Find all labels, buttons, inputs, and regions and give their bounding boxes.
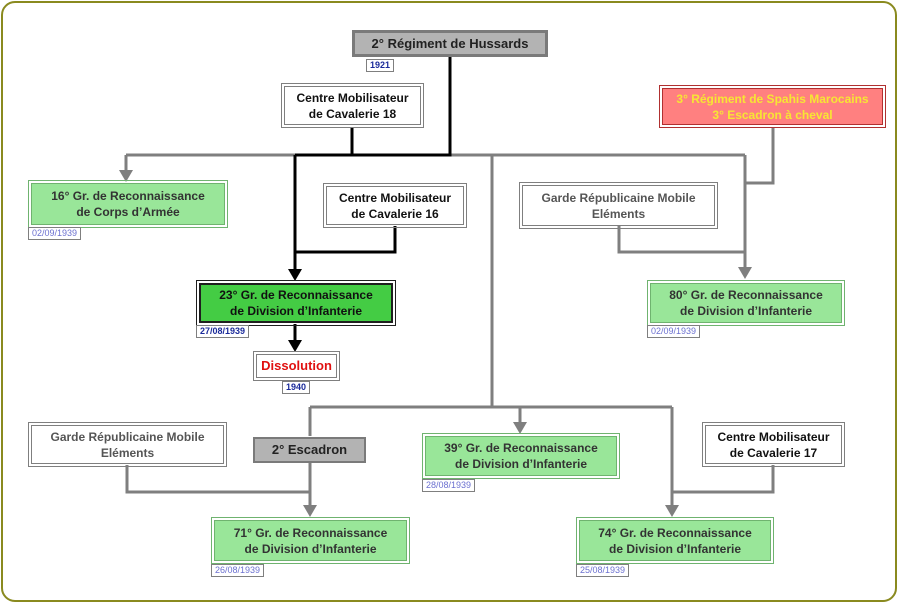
node-line1: 80° Gr. de Reconnaissance — [669, 288, 823, 302]
node-line1: 16° Gr. de Reconnaissance — [51, 189, 205, 203]
node-centre-mobilisateur-17: Centre Mobilisateur de Cavalerie 17 — [702, 422, 845, 467]
node-74e-groupe-reconnaissance: 74° Gr. de Reconnaissance de Division d’… — [576, 517, 774, 564]
node-line1: Centre Mobilisateur — [338, 190, 452, 205]
node-centre-mobilisateur-18: Centre Mobilisateur de Cavalerie 18 — [281, 83, 424, 128]
date-badge: 02/09/1939 — [28, 227, 82, 240]
date-badge: 27/08/1939 — [196, 325, 250, 338]
node-39e-groupe-reconnaissance: 39° Gr. de Reconnaissance de Division d’… — [422, 433, 620, 479]
line-cm17 — [672, 465, 775, 494]
node-dissolution: Dissolution — [253, 351, 340, 381]
node-line2: Eléments — [100, 445, 155, 460]
date-badge: 1940 — [282, 381, 311, 394]
date-badge: 28/08/1939 — [422, 479, 476, 492]
node-label: 2° Régiment de Hussards — [371, 35, 529, 51]
line-cm16 — [295, 226, 397, 254]
date-badge: 25/08/1939 — [576, 564, 630, 577]
node-line1: Garde Républicaine Mobile — [541, 190, 696, 205]
date-badge: 02/09/1939 — [647, 325, 701, 338]
node-23e-groupe-reconnaissance: 23° Gr. de Reconnaissance de Division d’… — [196, 280, 396, 326]
node-line2: 3° Escadron à cheval — [712, 107, 833, 122]
line-hussards-down — [295, 57, 452, 157]
node-line1: 74° Gr. de Reconnaissance — [598, 525, 752, 540]
node-line1: Garde Républicaine Mobile — [50, 429, 205, 444]
node-line1: Centre Mobilisateur — [296, 90, 409, 105]
node-line2: de Division d’Infanterie — [454, 457, 588, 471]
node-line2: de Division d’Infanterie — [244, 541, 377, 556]
node-line2: de Cavalerie 17 — [729, 445, 818, 460]
node-line2: de Division d’Infanterie — [608, 541, 742, 556]
node-3e-regiment-spahis: 3° Régiment de Spahis Marocains 3° Escad… — [659, 85, 886, 128]
node-label: Dissolution — [261, 358, 332, 373]
node-line1: 3° Régiment de Spahis Marocains — [676, 91, 869, 106]
node-line2: Eléments — [591, 206, 646, 221]
node-label: 2° Escadron — [271, 442, 348, 457]
node-16e-groupe-reconnaissance: 16° Gr. de Reconnaissance de Corps d’Arm… — [28, 180, 228, 228]
node-line1: 23° Gr. de Reconnaissance — [219, 288, 373, 302]
node-line2: de Corps d’Armée — [76, 205, 180, 219]
node-centre-mobilisateur-16: Centre Mobilisateur de Cavalerie 16 — [323, 183, 467, 228]
node-line2: de Cavalerie 16 — [351, 206, 439, 221]
node-line1: Centre Mobilisateur — [717, 429, 830, 444]
date-badge: 26/08/1939 — [211, 564, 265, 577]
node-71e-groupe-reconnaissance: 71° Gr. de Reconnaissance de Division d’… — [211, 517, 410, 564]
node-line1: 71° Gr. de Reconnaissance — [233, 525, 388, 540]
node-2e-regiment-hussards: 2° Régiment de Hussards — [352, 30, 548, 57]
node-line2: de Cavalerie 18 — [308, 106, 397, 121]
date-badge: 1921 — [366, 59, 395, 72]
node-line1: 39° Gr. de Reconnaissance — [444, 441, 598, 455]
node-80e-groupe-reconnaissance: 80° Gr. de Reconnaissance de Division d’… — [647, 280, 845, 326]
node-line2: de Division d’Infanterie — [229, 304, 363, 318]
node-garde-republicaine-1: Garde Républicaine Mobile Eléments — [519, 182, 718, 229]
line-garde1 — [617, 226, 745, 254]
line-garde2 — [125, 465, 310, 494]
node-line2: de Division d’Infanterie — [679, 304, 813, 318]
line-spahis — [745, 128, 775, 185]
node-garde-republicaine-2: Garde Républicaine Mobile Eléments — [28, 422, 227, 467]
node-2e-escadron: 2° Escadron — [253, 437, 366, 463]
